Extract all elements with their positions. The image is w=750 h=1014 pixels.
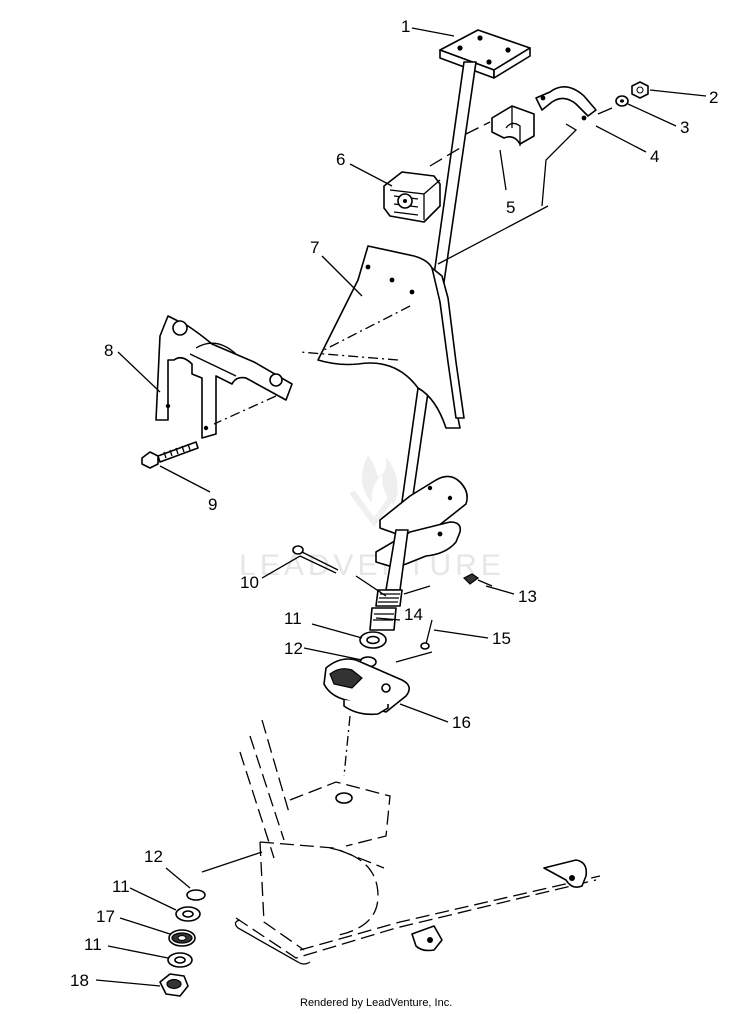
- callout-8: 8: [104, 341, 113, 360]
- part-15-pin: [420, 619, 433, 650]
- callout-5: 5: [506, 198, 515, 217]
- watermark-logo: [349, 455, 399, 528]
- callout-12-upper: 12: [284, 639, 303, 658]
- part-9-bolt: [141, 441, 199, 469]
- callout-7: 7: [310, 238, 319, 257]
- callout-11-upper: 11: [284, 609, 302, 628]
- callout-16: 16: [452, 713, 471, 732]
- vehicle-frame: [201, 715, 601, 965]
- callout-12-lower: 12: [144, 847, 163, 866]
- part-2-nut: [631, 81, 649, 99]
- callout-14: 14: [404, 605, 423, 624]
- part-8-bracket: [155, 315, 293, 439]
- callout-10: 10: [240, 573, 259, 592]
- callout-15: 15: [492, 629, 511, 648]
- part-11-washer-lower-a: [175, 906, 201, 922]
- callout-9: 9: [208, 495, 217, 514]
- callout-13: 13: [518, 587, 537, 606]
- callout-labels: 1 2 3 4 5 6 7 8 9 10 11 12 13 14 15 16 1…: [70, 17, 718, 990]
- part-13-bolt: [462, 573, 493, 587]
- leader-lines: [95, 27, 707, 987]
- callout-1: 1: [401, 17, 410, 36]
- part-5-bushing: [491, 105, 535, 146]
- callout-6: 6: [336, 150, 345, 169]
- callout-4: 4: [650, 147, 659, 166]
- part-11-washer-upper: [359, 631, 387, 649]
- part-12-ring-lower: [186, 889, 206, 901]
- part-3-washer: [615, 95, 629, 107]
- part-6-bushing-block: [383, 171, 441, 223]
- part-4-clamp: [535, 86, 597, 121]
- render-credit: Rendered by LeadVenture, Inc.: [300, 997, 452, 1009]
- console-panel: [317, 245, 465, 429]
- callout-17: 17: [96, 907, 115, 926]
- callout-18: 18: [70, 971, 89, 990]
- part-18-castle-nut: [159, 973, 189, 997]
- part-16-steering-arm: [323, 658, 410, 716]
- callout-2: 2: [709, 88, 718, 107]
- callout-3: 3: [680, 118, 689, 137]
- part-17-lock-washer: [168, 929, 196, 947]
- part-10-cotter-pin: [292, 545, 339, 574]
- callout-11-lower-a: 11: [112, 877, 130, 896]
- part-11-washer-lower-b: [167, 952, 193, 968]
- callout-11-lower-b: 11: [84, 935, 102, 954]
